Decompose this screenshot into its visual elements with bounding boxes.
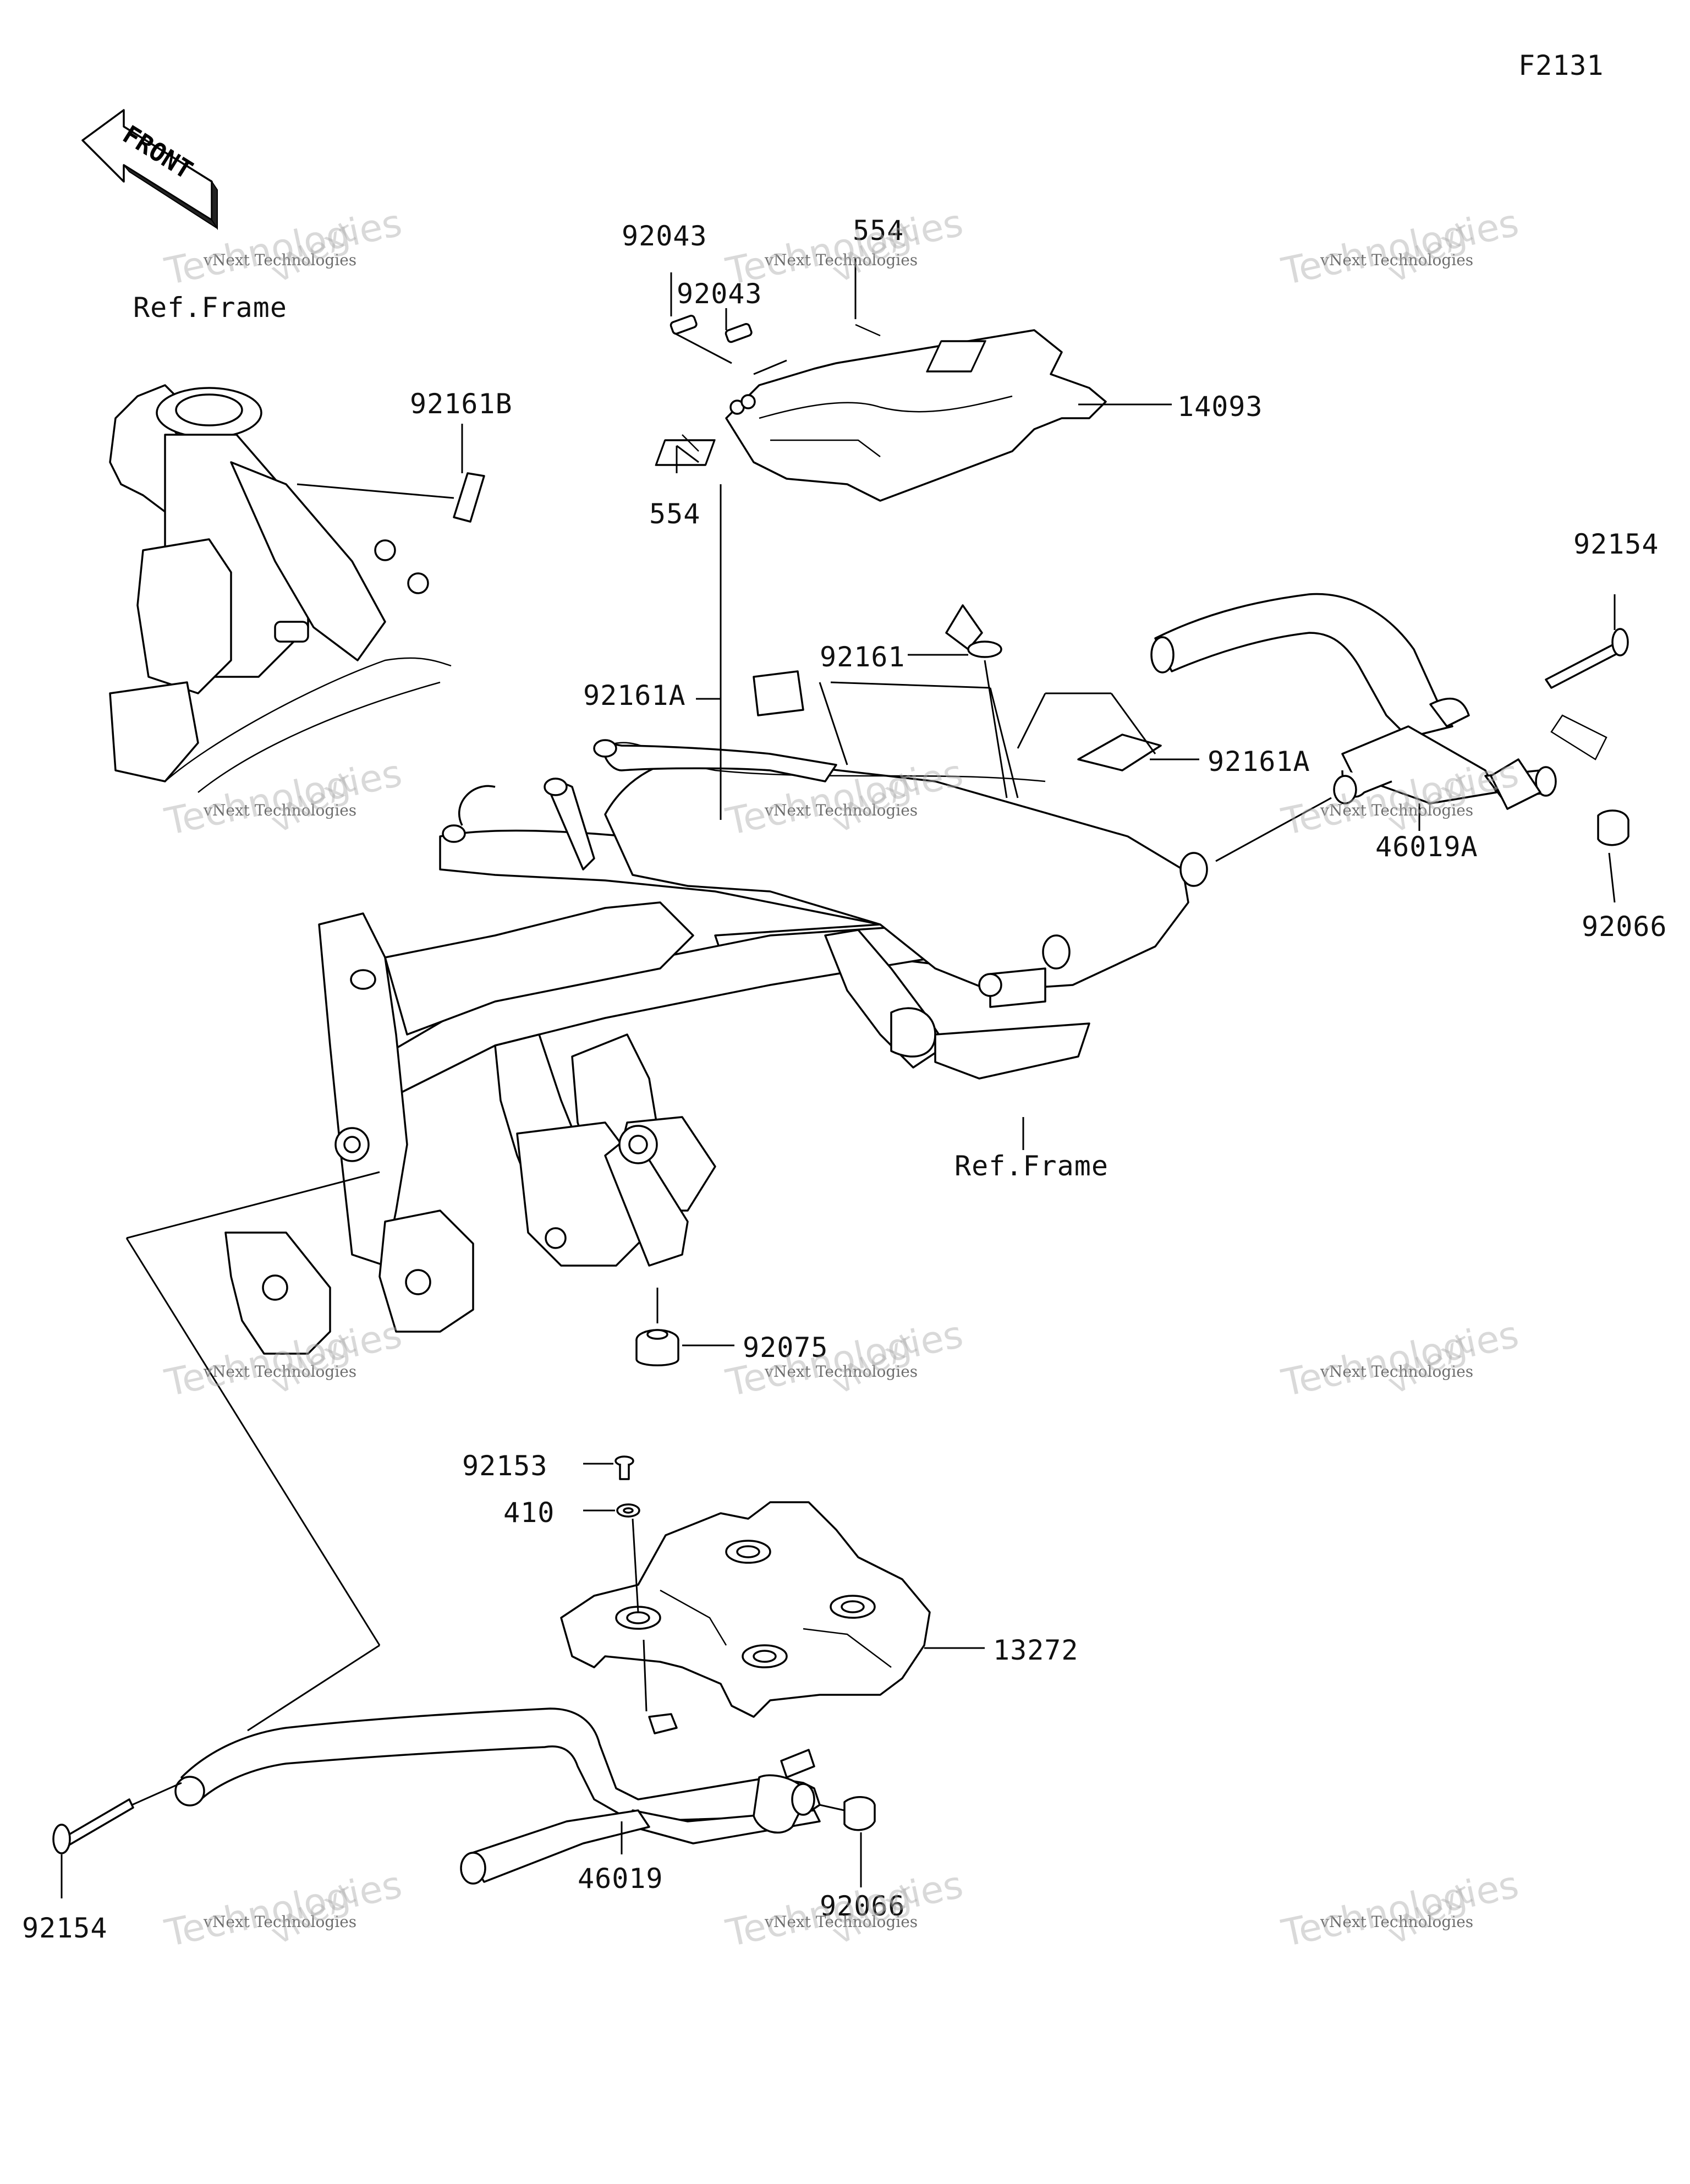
callout-92161: 92161 — [820, 641, 906, 673]
callout-92066-b: 92066 — [820, 1890, 906, 1922]
callout-92153: 92153 — [462, 1450, 548, 1482]
pad-92161A-right — [1077, 734, 1162, 771]
callout-46019A: 46019A — [1375, 831, 1478, 863]
grommet-92161 — [967, 641, 1002, 658]
part-14093-tray — [655, 329, 1107, 502]
callout-92154-a: 92154 — [1573, 528, 1659, 560]
bolt-92154-a — [1545, 628, 1629, 689]
callout-92154-b: 92154 — [22, 1912, 108, 1944]
ref-frame-label-top: Ref.Frame — [133, 292, 287, 324]
figure-code: F2131 — [1518, 50, 1604, 81]
callout-92043-a: 92043 — [622, 220, 707, 252]
callout-13272: 13272 — [993, 1634, 1079, 1666]
callout-554-a: 554 — [853, 215, 904, 247]
ref-frame-label-center: Ref.Frame — [954, 1150, 1109, 1182]
pin-92043-a — [670, 314, 698, 335]
callout-92066-a: 92066 — [1582, 911, 1667, 943]
cap-92066-b — [843, 1796, 876, 1831]
main-frame — [224, 604, 1208, 1355]
part-13272-plate — [560, 1501, 931, 1718]
callout-92075: 92075 — [743, 1332, 828, 1364]
callout-92161A-right: 92161A — [1208, 746, 1310, 778]
label-92161B-part — [453, 472, 485, 523]
bolt-92154-b — [52, 1798, 134, 1854]
clip-554-b — [682, 434, 699, 452]
leader-lines — [61, 259, 1616, 1898]
callout-92043-b: 92043 — [677, 278, 762, 310]
callout-14093: 14093 — [1177, 391, 1263, 423]
part-46019-bar — [174, 1707, 821, 1885]
cap-92066-a — [1597, 809, 1629, 846]
callout-554-b: 554 — [649, 498, 701, 530]
part-46019A-bar — [1150, 593, 1607, 810]
clip-554-a — [855, 324, 881, 337]
callout-46019: 46019 — [578, 1863, 663, 1895]
pin-92043-b — [725, 322, 753, 343]
part-92075-grommet — [635, 1329, 679, 1366]
washer-410 — [616, 1503, 640, 1518]
pad-92161A-left — [753, 670, 804, 716]
callout-92161B: 92161B — [410, 388, 513, 420]
callout-410: 410 — [503, 1497, 555, 1529]
callout-92161A-left: 92161A — [583, 680, 686, 711]
bolt-92153 — [614, 1455, 634, 1480]
head-frame-detail — [109, 384, 452, 793]
front-arrow-icon: FRONT — [81, 109, 218, 231]
